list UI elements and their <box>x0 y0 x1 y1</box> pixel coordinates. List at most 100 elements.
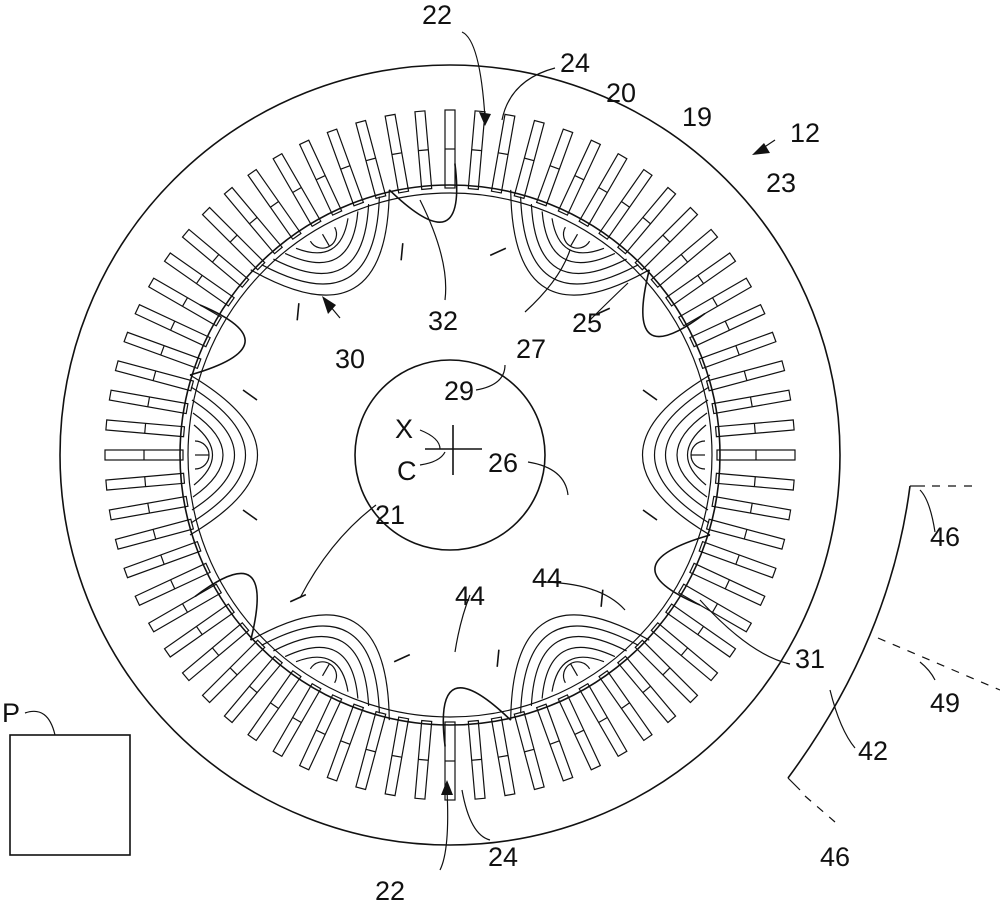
stator-slot <box>181 621 250 682</box>
stator-slot <box>414 719 433 800</box>
stator-slot <box>326 703 365 782</box>
stator-slot <box>384 113 410 194</box>
stator-slot <box>535 128 574 207</box>
label-x: X <box>395 414 413 444</box>
box-p <box>9 734 131 856</box>
stator-slot <box>104 449 184 461</box>
stator-slot <box>134 303 211 348</box>
stator-bore-ring-inner <box>187 192 713 718</box>
stator-slot <box>705 518 786 550</box>
axis-leader-c <box>419 451 446 466</box>
stator-slot <box>105 472 186 491</box>
label-22-bottom: 22 <box>375 876 405 906</box>
stator-slot <box>665 252 737 307</box>
label-27: 27 <box>516 334 546 364</box>
label-21: 21 <box>375 500 405 530</box>
label-46-bottom: 46 <box>820 842 850 872</box>
stator-outer-circle <box>59 64 841 846</box>
stator-slot <box>689 562 766 607</box>
stator-slot <box>698 331 777 370</box>
label-19: 19 <box>682 102 712 132</box>
stator-slot <box>490 113 516 194</box>
stator-slot <box>247 670 302 742</box>
stator-slot <box>108 495 189 521</box>
stator-slot <box>272 682 322 758</box>
stator-slot <box>181 228 250 289</box>
stator-slot <box>147 277 223 327</box>
stator-slot <box>467 110 486 191</box>
label-20: 20 <box>606 78 636 108</box>
stator-slot <box>598 670 653 742</box>
label-26: 26 <box>488 448 518 478</box>
stator-slot <box>444 721 456 801</box>
stator-slot <box>326 128 365 207</box>
stator-slot <box>705 360 786 392</box>
stator-slot <box>147 583 223 633</box>
label-22-top: 22 <box>422 0 452 30</box>
stator-slot <box>616 186 677 255</box>
label-12: 12 <box>790 118 820 148</box>
stator-slot <box>414 110 433 191</box>
label-32: 32 <box>428 306 458 336</box>
stator-slot <box>123 540 202 579</box>
stator-slot <box>384 716 410 797</box>
label-46-top: 46 <box>930 522 960 552</box>
rotor-pole <box>250 163 458 321</box>
rotor-pole <box>194 572 411 721</box>
label-49: 49 <box>930 688 960 718</box>
leader-lines <box>299 31 936 871</box>
sensor-arc <box>787 485 911 779</box>
stator-slot <box>634 639 699 704</box>
stator-slot <box>650 228 719 289</box>
stator-slot <box>557 694 602 771</box>
shaft-circle <box>354 359 546 551</box>
stator-slot <box>665 603 737 658</box>
label-29: 29 <box>444 376 474 406</box>
sensor-bottom-dash <box>804 795 836 823</box>
stator-slot <box>677 583 753 633</box>
sensor-bottom-tick <box>787 777 801 791</box>
label-25: 25 <box>572 308 602 338</box>
stator-slot <box>201 206 266 271</box>
stator-slot <box>114 518 195 550</box>
stator-slot <box>689 303 766 348</box>
label-30: 30 <box>335 344 365 374</box>
stator-slot <box>223 655 284 724</box>
label-c: C <box>397 456 417 486</box>
stator-slot <box>490 716 516 797</box>
label-31: 31 <box>795 644 825 674</box>
stator-slot <box>578 682 628 758</box>
stator-slot <box>114 360 195 392</box>
stator-slot <box>108 389 189 415</box>
stator-slot <box>223 186 284 255</box>
stator-slot <box>355 710 387 791</box>
stator-slot <box>716 449 796 461</box>
label-p: P <box>2 698 20 728</box>
stator-slot <box>444 109 456 189</box>
stator-slot <box>355 119 387 200</box>
rotor-pole <box>189 304 258 536</box>
stator-slot <box>467 719 486 800</box>
stator-slot <box>513 119 545 200</box>
rotor-pole <box>642 374 711 606</box>
label-24-top: 24 <box>560 48 590 78</box>
stator-slot <box>578 152 628 228</box>
stator-slot <box>711 389 792 415</box>
stator-slot <box>123 331 202 370</box>
sensor-mid-dash <box>877 637 1000 691</box>
label-44-right: 44 <box>532 563 562 593</box>
label-42: 42 <box>858 736 888 766</box>
stator-slot <box>134 562 211 607</box>
stator-bore-ring-outer <box>179 184 721 726</box>
axis-leader-x <box>419 429 441 450</box>
label-24-bottom: 24 <box>488 842 518 872</box>
label-23: 23 <box>766 168 796 198</box>
rotor-poles <box>189 163 711 747</box>
stator-slot <box>298 139 343 216</box>
stator-slot <box>513 710 545 791</box>
stator-slot <box>163 603 235 658</box>
stator-slot <box>711 495 792 521</box>
stator-slot <box>272 152 322 228</box>
stator-slot <box>201 639 266 704</box>
